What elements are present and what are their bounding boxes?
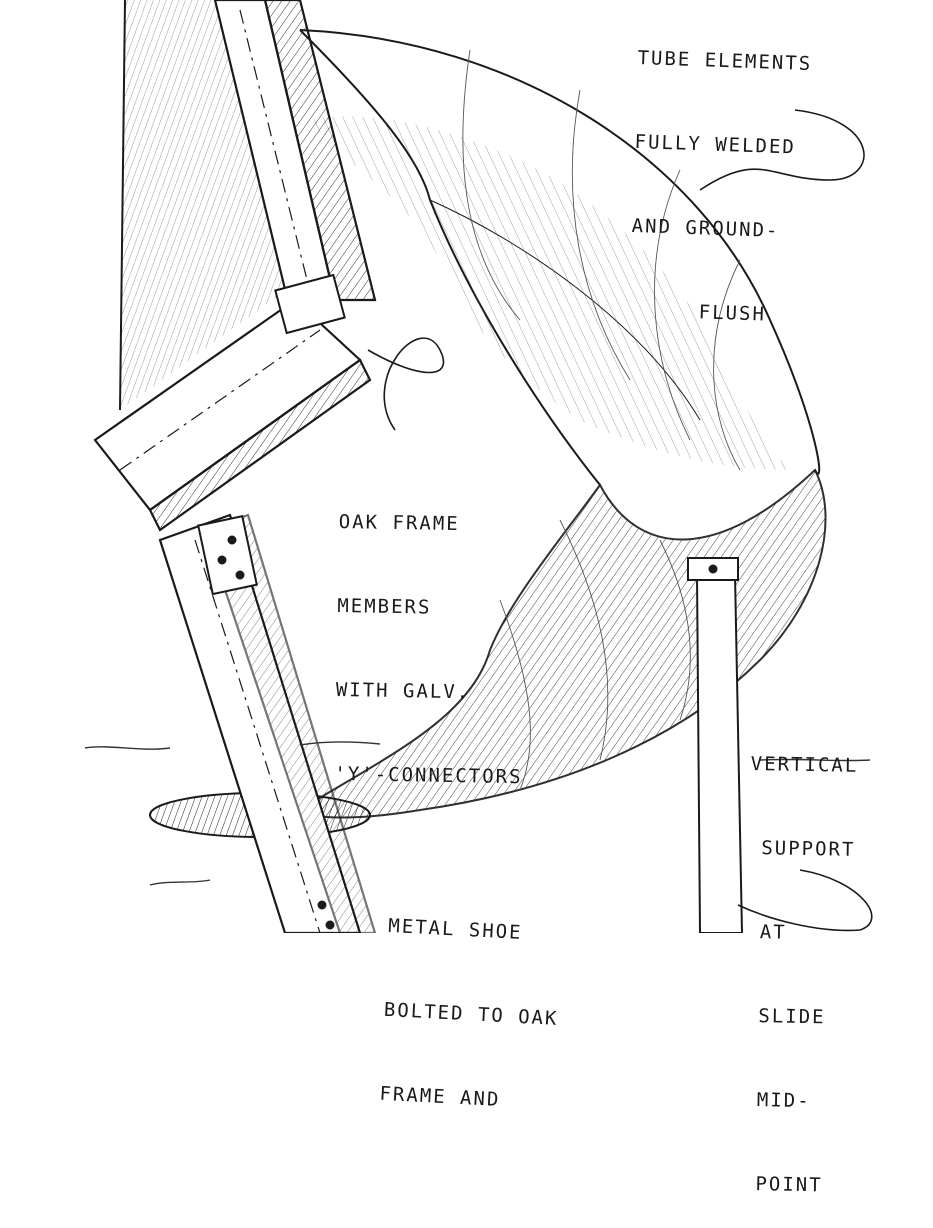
note-vertical-support: VERTICAL SUPPORT AT SLIDE MID- POINT bbox=[743, 694, 860, 1228]
note-line: SUPPORT bbox=[761, 837, 856, 861]
tube-shading bbox=[310, 116, 790, 471]
note-line: FULLY WELDED bbox=[634, 130, 797, 159]
note-line: POINT bbox=[755, 1173, 823, 1197]
galv-y-connector bbox=[197, 273, 346, 930]
note-line: WITH GALV. bbox=[335, 678, 471, 704]
note-line: 'Y'-CONNECTORS bbox=[334, 762, 523, 789]
oak-frame-members bbox=[93, 0, 377, 933]
note-metal-shoe: METAL SHOE BOLTED TO OAK FRAME AND bbox=[377, 856, 566, 1145]
note-line: AND GROUND- bbox=[631, 214, 780, 243]
leader-oak bbox=[367, 337, 445, 431]
leader-lines bbox=[367, 109, 873, 932]
note-line: METAL SHOE bbox=[387, 914, 524, 944]
tube-lower-segment bbox=[298, 468, 827, 819]
note-line: VERTICAL bbox=[750, 752, 859, 777]
note-line: FLUSH bbox=[698, 301, 767, 326]
note-oak-frame: OAK FRAME MEMBERS WITH GALV. 'Y'-CONNECT… bbox=[334, 452, 528, 819]
note-line: OAK FRAME bbox=[338, 510, 460, 536]
note-tube-elements: TUBE ELEMENTS FULLY WELDED AND GROUND- F… bbox=[627, 0, 814, 358]
tube-ring-lines bbox=[462, 49, 741, 791]
note-line: BOLTED TO OAK bbox=[383, 998, 559, 1030]
leader-tube bbox=[699, 109, 865, 191]
note-line: SLIDE bbox=[758, 1005, 826, 1029]
note-line: FRAME AND bbox=[378, 1082, 501, 1111]
vertical-support-post bbox=[687, 557, 744, 933]
note-line: TUBE ELEMENTS bbox=[637, 46, 813, 76]
note-line: MID- bbox=[756, 1089, 811, 1113]
slide-sketch bbox=[84, 0, 873, 933]
ground-line bbox=[84, 741, 871, 886]
leader-support bbox=[737, 869, 873, 932]
note-line: MEMBERS bbox=[337, 594, 432, 619]
